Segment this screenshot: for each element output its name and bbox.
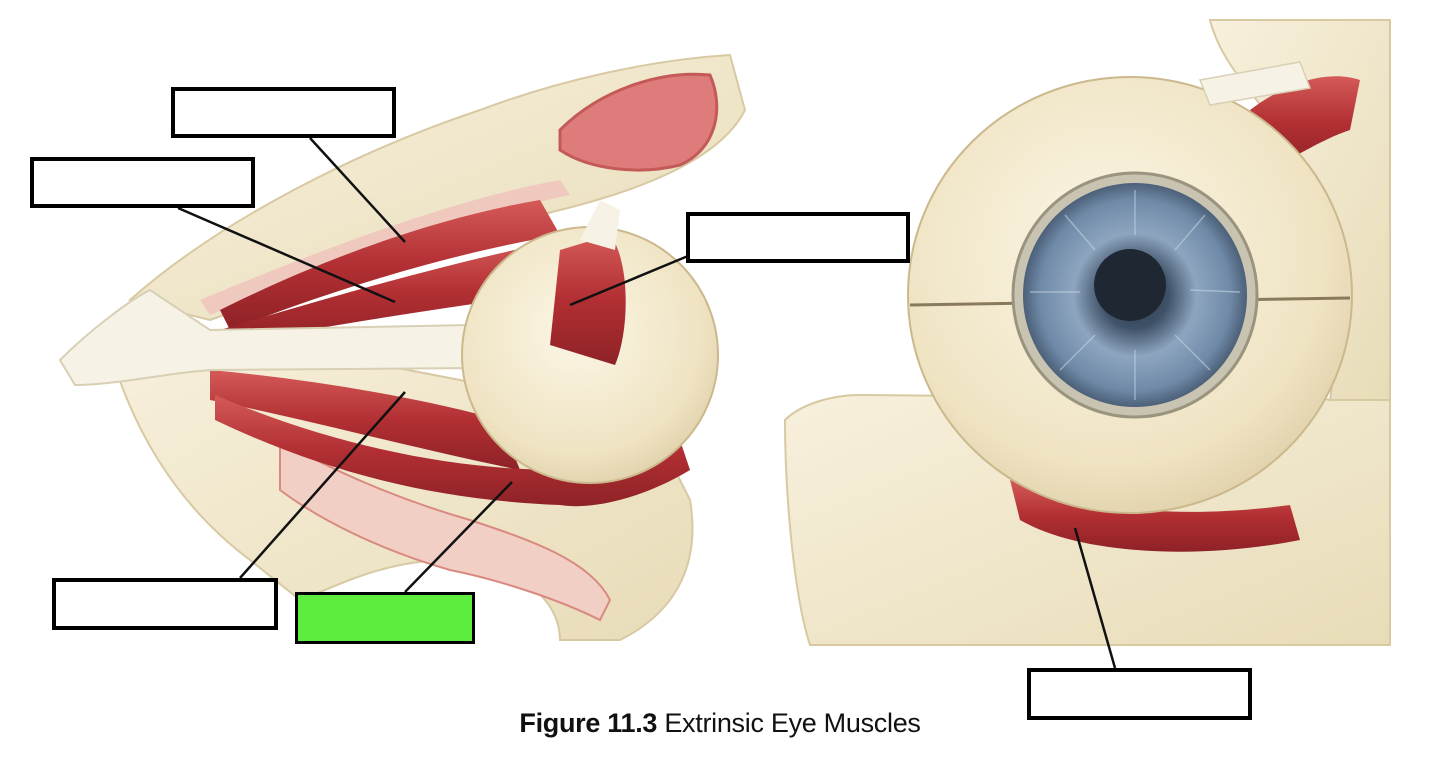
- superior-oblique-muscle: [220, 200, 560, 330]
- figure-number: Figure 11.3: [519, 708, 658, 738]
- lateral-rectus-muscle: [550, 235, 626, 365]
- inferior-rectus-muscle: [210, 370, 520, 470]
- label-box-upper-left[interactable]: [30, 157, 255, 208]
- label-box-lower-highlighted[interactable]: [295, 592, 475, 644]
- iris-fibers: [1030, 190, 1241, 400]
- label-box-lower-right[interactable]: [1027, 668, 1252, 720]
- right-inferior-rectus-muscle: [1010, 480, 1300, 552]
- label-box-upper-top[interactable]: [171, 87, 396, 138]
- label-box-upper-middle[interactable]: [686, 212, 910, 263]
- right-leader-line: [1073, 527, 1117, 669]
- superior-rectus-muscle: [220, 240, 575, 345]
- left-leader-lines: [177, 137, 689, 593]
- bone-cross-section: [279, 438, 612, 622]
- figure-title: Extrinsic Eye Muscles: [664, 708, 921, 738]
- right-superior-oblique-tendon: [1198, 61, 1312, 106]
- frontal-sinus: [558, 72, 719, 172]
- figure-caption: Figure 11.3 Extrinsic Eye Muscles: [0, 708, 1440, 739]
- superior-oblique-tendon: [580, 200, 620, 250]
- label-box-lower-left[interactable]: [52, 578, 278, 630]
- pupil: [1094, 249, 1166, 321]
